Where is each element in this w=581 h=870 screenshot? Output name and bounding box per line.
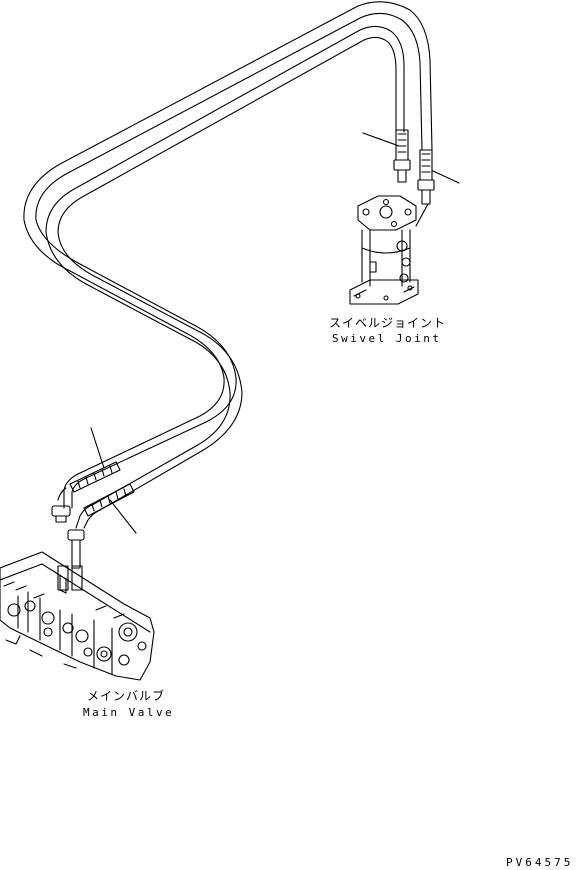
main-valve-label-en: Main Valve (83, 706, 175, 719)
main-valve-body (0, 551, 155, 681)
hose-fitting-right (67, 483, 135, 569)
swivel-joint-label-en: Swivel Joint (332, 332, 442, 345)
hose-pair (23, 1, 433, 529)
swivel-joint-fittings (393, 129, 435, 227)
swivel-joint-label-jp: スイベルジョイント (329, 316, 447, 330)
hose-fitting-left (51, 461, 121, 523)
leader-lines (90, 132, 460, 534)
drawing-code: PV64575 (506, 856, 574, 869)
main-valve-label-jp: メインバルブ (87, 689, 166, 703)
swivel-joint-body (349, 195, 419, 305)
